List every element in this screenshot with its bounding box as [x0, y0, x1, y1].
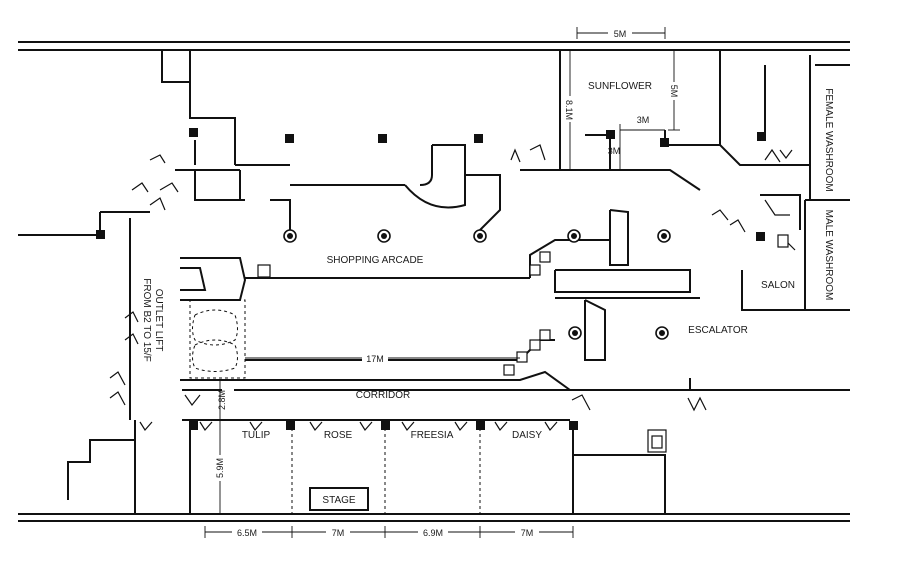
corridor-label: CORRIDOR	[356, 390, 410, 401]
tulip-width-label: 6.5M	[237, 528, 257, 538]
column	[378, 134, 387, 143]
column	[606, 130, 615, 139]
escalator-label: ESCALATOR	[688, 325, 748, 336]
column	[757, 132, 766, 141]
male-washroom-label: MALE WASHROOM	[823, 210, 834, 301]
sunflower-depth-left-label: 8.1M	[564, 100, 574, 120]
salon-label: SALON	[761, 280, 795, 291]
shopping-arcade-label: SHOPPING ARCADE	[327, 255, 424, 266]
stage-label: STAGE	[322, 495, 355, 506]
outlet-lift-label: OUTLET LIFT	[153, 289, 164, 352]
tulip-label: TULIP	[242, 430, 271, 441]
upper-left-rooms	[131, 50, 291, 235]
function-rooms	[67, 420, 667, 514]
rose-label: ROSE	[324, 430, 353, 441]
daisy-width-label: 7M	[521, 528, 534, 538]
column	[285, 134, 294, 143]
corridor-width-label: 2.8M	[217, 390, 227, 410]
sunflower-depth-right-label: 5M	[669, 85, 679, 98]
outlet-lift-range-label: FROM B2 TO 15/F	[141, 278, 152, 362]
freesia-width-label: 6.9M	[423, 528, 443, 538]
room-depth-label: 5.9M	[215, 458, 225, 478]
column	[569, 421, 578, 430]
dimension-labels: 5M 8.1M 5M 3M 3M 17M 2.8M 5.9M 6.5M 7M 6…	[214, 27, 681, 538]
female-washroom-label: FEMALE WASHROOM	[823, 88, 834, 192]
notch-depth-label: 3M	[608, 146, 621, 156]
column	[660, 138, 669, 147]
column	[189, 128, 198, 137]
outlet-lift-bay	[189, 299, 246, 379]
arcade-walls	[109, 194, 850, 421]
rose-width-label: 7M	[332, 528, 345, 538]
column	[474, 134, 483, 143]
outer-walls	[18, 41, 850, 522]
sunflower-label: SUNFLOWER	[588, 81, 652, 92]
column	[189, 421, 198, 430]
notch-width-label: 3M	[637, 115, 650, 125]
arcade-north-wall	[290, 50, 850, 233]
round-columns	[283, 229, 671, 340]
room-labels: SUNFLOWER FEMALE WASHROOM MALE WASHROOM …	[141, 81, 834, 506]
freesia-label: FREESIA	[411, 430, 454, 441]
dimension-lines	[204, 27, 680, 538]
column	[96, 230, 105, 239]
structural-columns	[96, 128, 766, 430]
column	[476, 421, 485, 430]
daisy-label: DAISY	[512, 430, 542, 441]
stepped-corners	[257, 234, 789, 376]
column	[756, 232, 765, 241]
sunflower-width-label: 5M	[614, 29, 627, 39]
column	[381, 421, 390, 430]
arcade-length-label: 17M	[366, 354, 384, 364]
column	[286, 421, 295, 430]
